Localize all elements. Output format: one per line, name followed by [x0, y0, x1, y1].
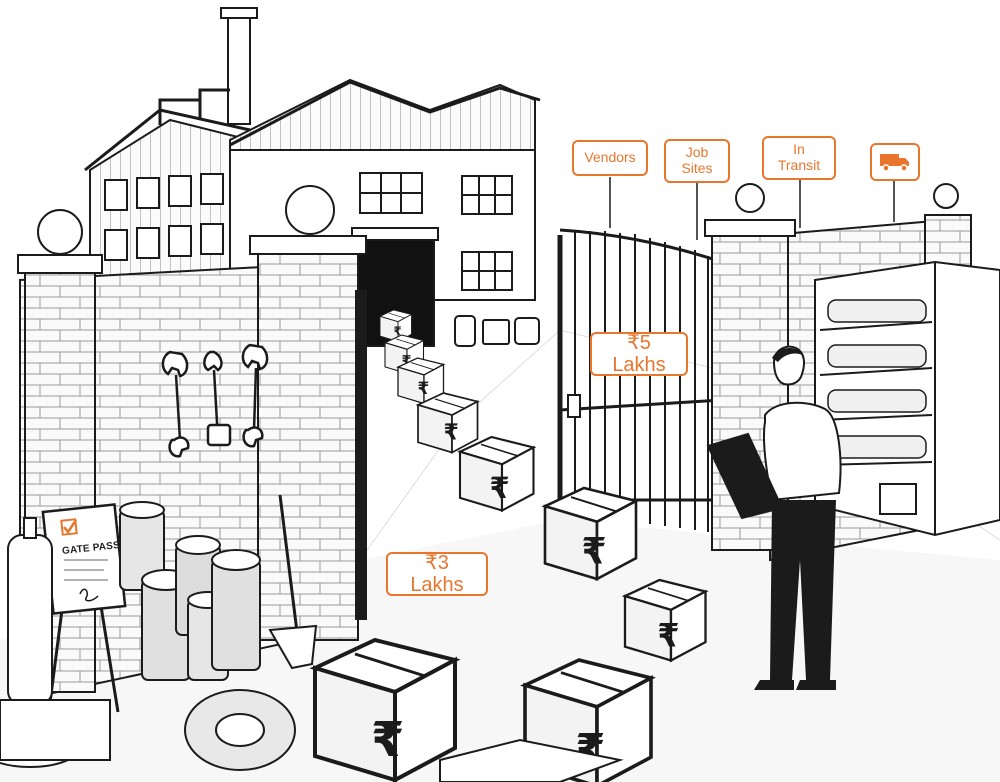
truck-icon: [880, 154, 909, 172]
inspector-man: [706, 345, 842, 690]
rupee-icon: ₹: [418, 378, 430, 398]
rupee-icon: ₹: [489, 471, 509, 505]
rupee-icon: ₹: [402, 353, 412, 369]
rupee-icon: ₹: [394, 324, 402, 338]
rupee-icon: ₹: [657, 617, 679, 655]
tag-value-5-lakhs-label: ₹5 Lakhs: [612, 331, 666, 376]
tag-in-transit: In Transit: [762, 136, 836, 180]
tag-vendors-label: Vendors: [584, 149, 636, 166]
tag-in-transit-label: In Transit: [777, 141, 821, 173]
checkbox-icon: [63, 519, 78, 535]
foreground-boxes: ₹ ₹: [313, 638, 653, 782]
rupee-icon: ₹: [371, 712, 404, 768]
tag-vendors: Vendors: [572, 140, 648, 176]
rupee-icon: ₹: [444, 420, 459, 446]
pipe-rolls: [119, 494, 318, 771]
tag-value-3-lakhs: ₹3 Lakhs: [386, 552, 488, 596]
rupee-box-trail: ₹ ₹ ₹ ₹ ₹ ₹ ₹: [379, 309, 707, 662]
tag-value-3-lakhs-label: ₹3 Lakhs: [410, 551, 464, 596]
gas-cylinder: [0, 517, 111, 768]
tag-job-sites: Job Sites: [664, 139, 730, 183]
rupee-icon: ₹: [581, 529, 606, 572]
tag-truck: [870, 143, 920, 181]
wrench-icon: [161, 343, 269, 458]
storage-shelf: [814, 260, 1000, 537]
tag-connectors: [609, 177, 895, 240]
tag-job-sites-label: Job Sites: [681, 144, 713, 176]
tag-value-5-lakhs: ₹5 Lakhs: [590, 332, 688, 376]
